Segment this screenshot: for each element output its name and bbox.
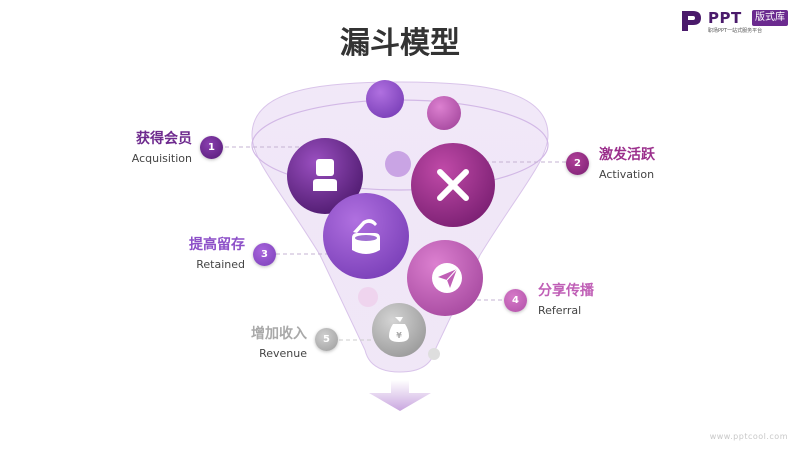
label-referral: 分享传播 Referral: [538, 282, 594, 319]
label-revenue: 增加收入 Revenue: [251, 325, 307, 362]
label-retained-en: Retained: [196, 258, 245, 271]
svg-text:¥: ¥: [396, 331, 402, 340]
bubble-retained: [323, 193, 409, 279]
label-acquisition-en: Acquisition: [131, 152, 192, 165]
bubble-decor-3: [385, 151, 411, 177]
logo-brand-text: PPT: [708, 9, 742, 27]
step-badge-5: 5: [315, 328, 338, 351]
bubble-decor-4: [358, 287, 378, 307]
bubble-acquisition: [287, 138, 363, 214]
logo-tag: 版式库: [752, 10, 788, 26]
bubble-decor-1: [366, 80, 404, 118]
label-activation: 激发活跃 Activation: [599, 146, 655, 183]
box-icon: [352, 219, 380, 254]
label-revenue-en: Revenue: [259, 347, 307, 360]
step-badge-1: 1: [200, 136, 223, 159]
brand-logo: PPT 版式库 职场PPT一站式服务平台: [680, 8, 795, 38]
logo-mark-icon: [682, 11, 701, 31]
bubble-activation: [411, 143, 495, 227]
bubble-revenue: ¥: [372, 303, 426, 357]
label-activation-en: Activation: [599, 168, 655, 181]
step-badge-4: 4: [504, 289, 527, 312]
label-revenue-cn: 增加收入: [251, 326, 307, 342]
step-badge-2: 2: [566, 152, 589, 175]
label-acquisition-cn: 获得会员: [136, 131, 192, 147]
paper-plane-icon: [438, 268, 458, 288]
label-referral-cn: 分享传播: [538, 283, 594, 299]
step-badge-3: 3: [253, 243, 276, 266]
money-bag-icon: ¥: [389, 317, 409, 342]
label-referral-en: Referral: [538, 304, 582, 317]
close-icon: [437, 169, 469, 201]
bubble-decor-5: [428, 348, 440, 360]
label-retained: 提高留存 Retained: [189, 236, 245, 273]
bubble-referral: [407, 240, 483, 316]
page-title: 漏斗模型: [340, 26, 460, 61]
user-icon: [313, 159, 337, 191]
label-retained-cn: 提高留存: [189, 237, 245, 253]
down-arrow-icon: [369, 380, 431, 411]
logo-subtitle: 职场PPT一站式服务平台: [708, 28, 763, 34]
label-activation-cn: 激发活跃: [599, 147, 655, 163]
label-acquisition: 获得会员 Acquisition: [132, 130, 192, 167]
website-url: www.pptcool.com: [709, 432, 788, 441]
bubble-decor-2: [427, 96, 461, 130]
